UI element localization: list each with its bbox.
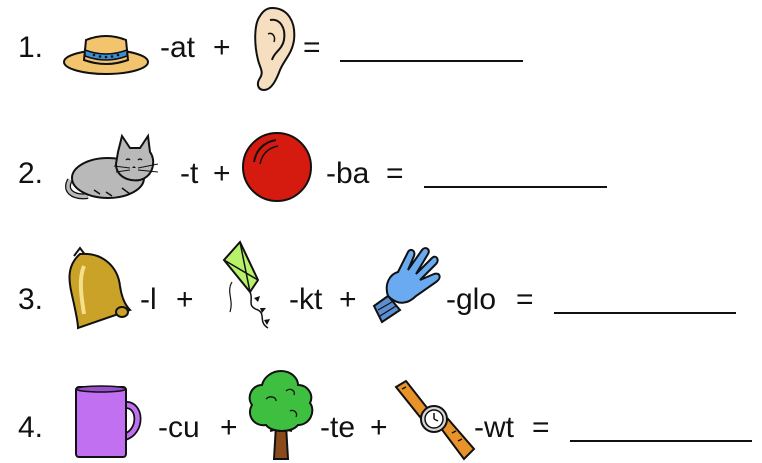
plus-sign: + [213, 157, 231, 190]
plus-sign: + [220, 411, 238, 444]
ear-icon [250, 4, 298, 94]
kite-icon [214, 236, 294, 336]
equals-sign: = [516, 283, 534, 316]
equals-sign: = [532, 411, 550, 444]
suffix-text: -wt [474, 411, 514, 444]
row-number: 4. [18, 411, 44, 444]
suffix-text: -at [160, 31, 196, 64]
suffix-text: -te [320, 411, 356, 444]
equation-row-3: 3. -l + -kt + -glo = [0, 232, 762, 342]
row-number: 2. [18, 157, 44, 190]
plus-sign: + [370, 411, 388, 444]
suffix-text: -t [180, 157, 199, 190]
equals-sign: = [386, 157, 404, 190]
glove-icon [368, 244, 448, 326]
row-number: 1. [18, 31, 44, 64]
equation-row-1: 1. -at + = [0, 0, 762, 110]
plus-sign: + [213, 31, 231, 64]
equals-sign: = [303, 31, 321, 64]
answer-blank[interactable] [340, 60, 523, 62]
row-number: 3. [18, 283, 44, 316]
suffix-text: -l [140, 283, 157, 316]
cup-icon [70, 383, 146, 459]
equation-row-2: 2. -t + -ba = [0, 110, 762, 220]
watch-icon [392, 379, 476, 463]
bell-icon [64, 244, 134, 332]
plus-sign: + [176, 283, 194, 316]
answer-blank[interactable] [554, 312, 736, 314]
suffix-text: -cu [158, 411, 200, 444]
equation-row-4: 4. -cu + -te + -wt = [0, 349, 762, 461]
answer-blank[interactable] [570, 440, 752, 442]
cat-icon [60, 130, 162, 202]
tree-icon [246, 369, 316, 461]
suffix-text: -kt [289, 283, 323, 316]
plus-sign: + [339, 283, 357, 316]
answer-blank[interactable] [424, 186, 607, 188]
suffix-text: -glo [446, 283, 497, 316]
hat-icon [62, 28, 150, 76]
suffix-text: -ba [326, 157, 370, 190]
ball-icon [240, 130, 314, 204]
